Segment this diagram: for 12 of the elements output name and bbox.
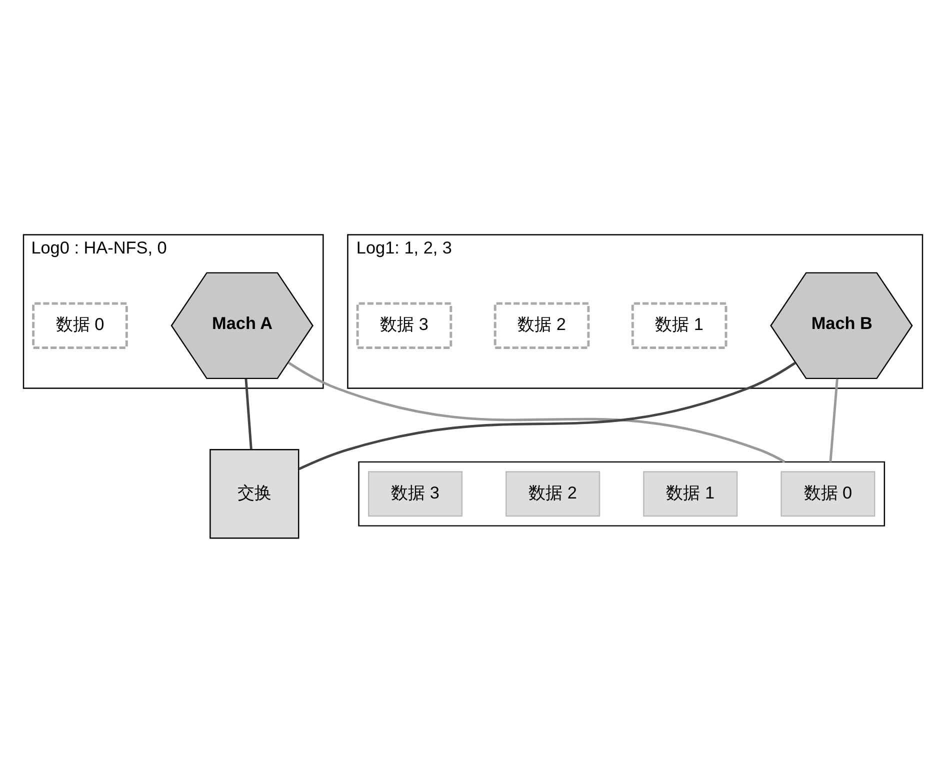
- node-box: 数据 1: [631, 302, 728, 348]
- node-box: 数据 0: [780, 470, 876, 516]
- connector: [244, 378, 252, 449]
- node-box: 交换: [210, 448, 300, 538]
- node-box: 数据 1: [643, 470, 738, 516]
- cluster: [358, 460, 886, 526]
- node-box: 数据 0: [32, 302, 128, 348]
- node-box: 数据 2: [494, 302, 590, 348]
- node-box: 数据 3: [368, 470, 463, 516]
- node-box: 数据 2: [506, 470, 600, 516]
- node-box: 数据 3: [356, 302, 452, 348]
- connector: [829, 378, 838, 462]
